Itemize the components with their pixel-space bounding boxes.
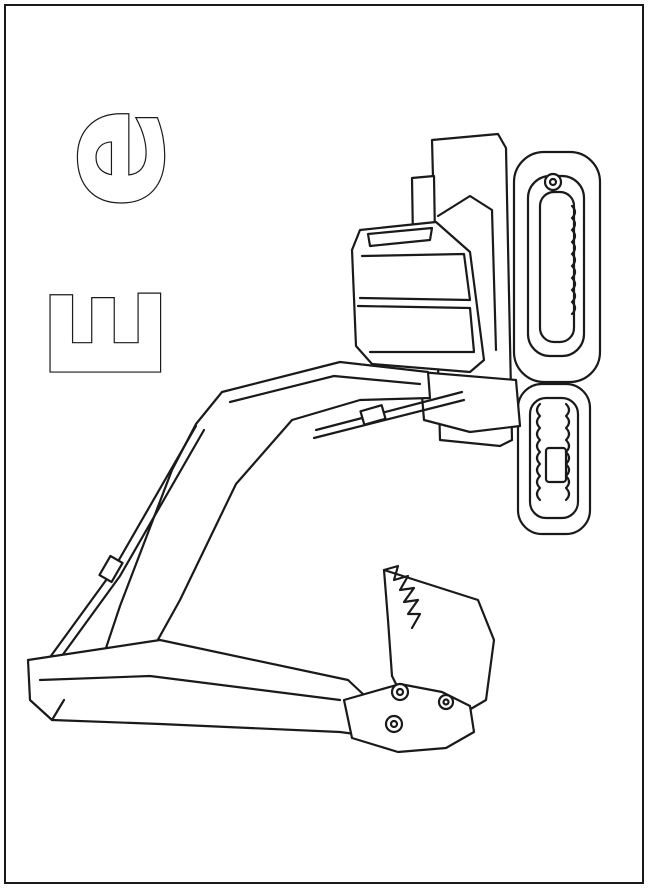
excavator-tracks bbox=[512, 150, 602, 536]
hydraulic-cylinder bbox=[46, 390, 466, 666]
excavator-cab bbox=[350, 132, 514, 448]
excavator-arm bbox=[26, 638, 382, 738]
uppercase-letter: E bbox=[22, 283, 196, 385]
page-border bbox=[4, 4, 644, 884]
lowercase-letter: e bbox=[24, 107, 198, 209]
excavator-drawing bbox=[26, 132, 602, 754]
excavator-body bbox=[418, 370, 522, 434]
excavator-bucket bbox=[342, 564, 496, 754]
